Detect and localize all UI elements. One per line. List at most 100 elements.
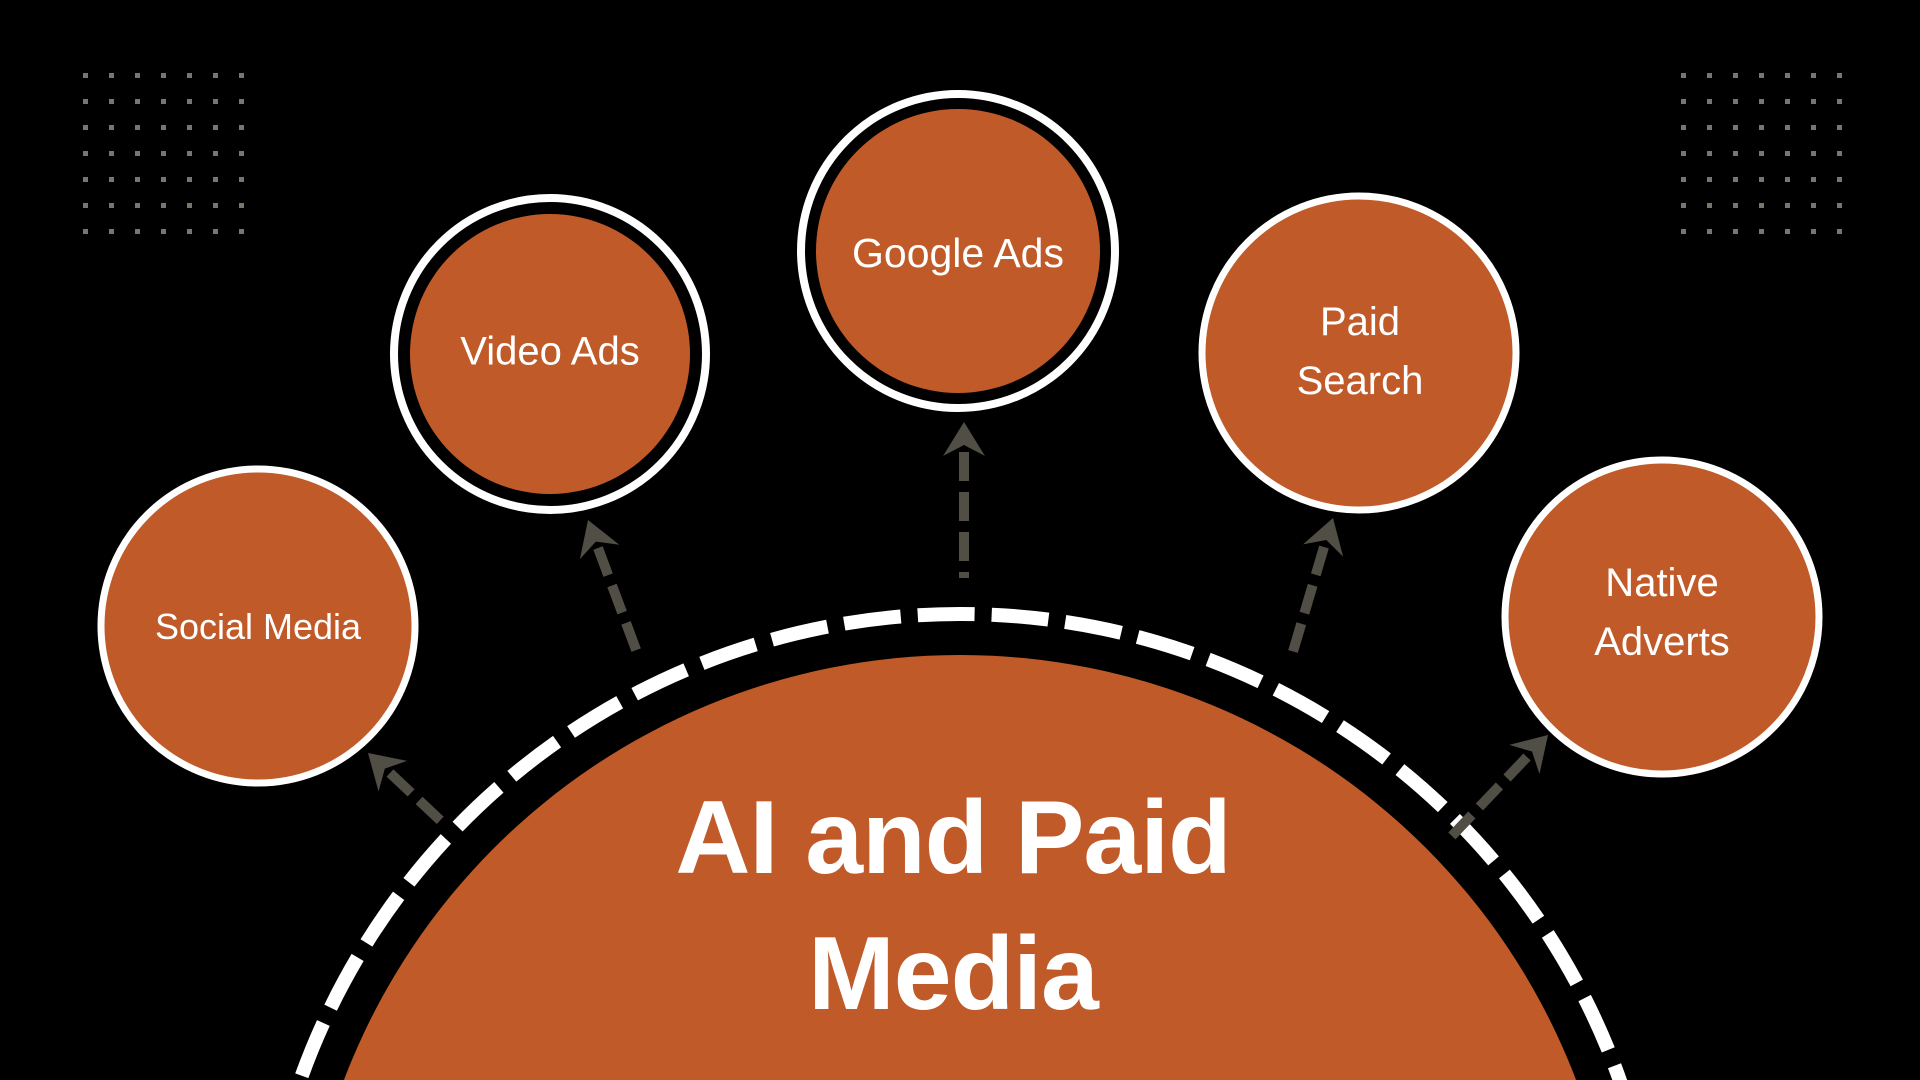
circle-video-ads	[410, 214, 690, 494]
grid-dot	[187, 203, 192, 208]
core-title-line: AI and Paid	[675, 780, 1231, 896]
grid-dot	[1811, 99, 1816, 104]
circle-native-adverts	[1501, 456, 1823, 778]
grid-dot	[135, 73, 140, 78]
grid-dot	[1759, 203, 1764, 208]
grid-dot	[1811, 229, 1816, 234]
label-google-ads: Google Ads	[852, 229, 1064, 276]
grid-dot	[187, 99, 192, 104]
arrow-shaft	[1444, 753, 1531, 844]
grid-dot	[1785, 177, 1790, 182]
grid-dot	[1759, 229, 1764, 234]
grid-dot	[135, 99, 140, 104]
grid-dot	[239, 229, 244, 234]
grid-dot	[1759, 177, 1764, 182]
grid-dot	[213, 229, 218, 234]
grid-dot	[1837, 125, 1842, 130]
grid-dot	[1733, 229, 1738, 234]
grid-dot	[83, 203, 88, 208]
arrow-social-media	[368, 753, 446, 826]
grid-dot	[1785, 125, 1790, 130]
grid-dot	[239, 73, 244, 78]
arrow-head-icon	[1509, 735, 1548, 775]
grid-dot	[1837, 151, 1842, 156]
circle-video-ads-ring	[390, 194, 710, 514]
grid-dot	[239, 99, 244, 104]
grid-dot	[1707, 73, 1712, 78]
grid-dot	[161, 99, 166, 104]
circle-google-ads-ring	[797, 90, 1119, 412]
grid-dot	[161, 177, 166, 182]
grid-dot	[1707, 177, 1712, 182]
label-line: Adverts	[1594, 620, 1730, 664]
arrow-native-adverts	[1444, 735, 1548, 844]
grid-dot	[1811, 203, 1816, 208]
grid-dot	[1811, 73, 1816, 78]
grid-dot	[213, 177, 218, 182]
grid-dot	[135, 177, 140, 182]
grid-dot	[83, 229, 88, 234]
grid-dot	[1681, 203, 1686, 208]
grid-dot	[1759, 99, 1764, 104]
circle-social-media	[97, 465, 419, 787]
grid-dot	[83, 99, 88, 104]
grid-dot	[187, 229, 192, 234]
grid-dot	[1759, 125, 1764, 130]
grid-dot	[1759, 151, 1764, 156]
arrow-head-icon	[368, 753, 408, 792]
grid-dot	[1733, 99, 1738, 104]
grid-dot	[213, 73, 218, 78]
grid-dot	[1681, 73, 1686, 78]
grid-dot	[187, 151, 192, 156]
grid-dot	[161, 151, 166, 156]
grid-dot	[239, 125, 244, 130]
grid-dot	[1707, 99, 1712, 104]
grid-dot	[187, 125, 192, 130]
circle-google-ads	[816, 109, 1100, 393]
grid-dot	[1707, 125, 1712, 130]
grid-dot	[109, 73, 114, 78]
arrow-shaft	[386, 769, 446, 826]
arrow-head-icon	[1302, 518, 1344, 557]
arrow-shaft	[1287, 545, 1329, 657]
grid-dot	[239, 177, 244, 182]
core-title-line: Media	[808, 916, 1099, 1032]
grid-dot	[161, 125, 166, 130]
grid-dot	[213, 203, 218, 208]
grid-dot	[161, 229, 166, 234]
arrow-head-icon	[943, 422, 985, 456]
arrow-paid-search	[1287, 518, 1344, 657]
grid-dot	[1733, 203, 1738, 208]
grid-dot	[109, 151, 114, 156]
grid-dot	[109, 177, 114, 182]
grid-dot	[135, 125, 140, 130]
grid-dot	[213, 151, 218, 156]
arrow-head-icon	[579, 520, 620, 560]
grid-dot	[1707, 229, 1712, 234]
label-paid-search: Paid Search	[1297, 293, 1424, 411]
grid-dot	[83, 151, 88, 156]
circle-paid-search	[1198, 192, 1520, 514]
grid-dot	[1785, 203, 1790, 208]
grid-dot	[83, 73, 88, 78]
grid-dot	[1837, 73, 1842, 78]
label-line: Paid	[1319, 300, 1401, 344]
arrow-shaft	[593, 546, 643, 657]
grid-dot	[1785, 151, 1790, 156]
grid-dot	[109, 99, 114, 104]
grid-dot	[1785, 73, 1790, 78]
grid-dot	[109, 203, 114, 208]
arrow-video-ads	[579, 520, 643, 657]
grid-dot	[1733, 125, 1738, 130]
grid-dot	[1681, 177, 1686, 182]
grid-dot	[213, 99, 218, 104]
grid-dot	[1837, 229, 1842, 234]
grid-dot	[135, 151, 140, 156]
grid-dot	[1785, 229, 1790, 234]
grid-dot	[109, 125, 114, 130]
grid-dot	[1733, 151, 1738, 156]
grid-dot	[1837, 203, 1842, 208]
grid-dot	[1733, 73, 1738, 78]
